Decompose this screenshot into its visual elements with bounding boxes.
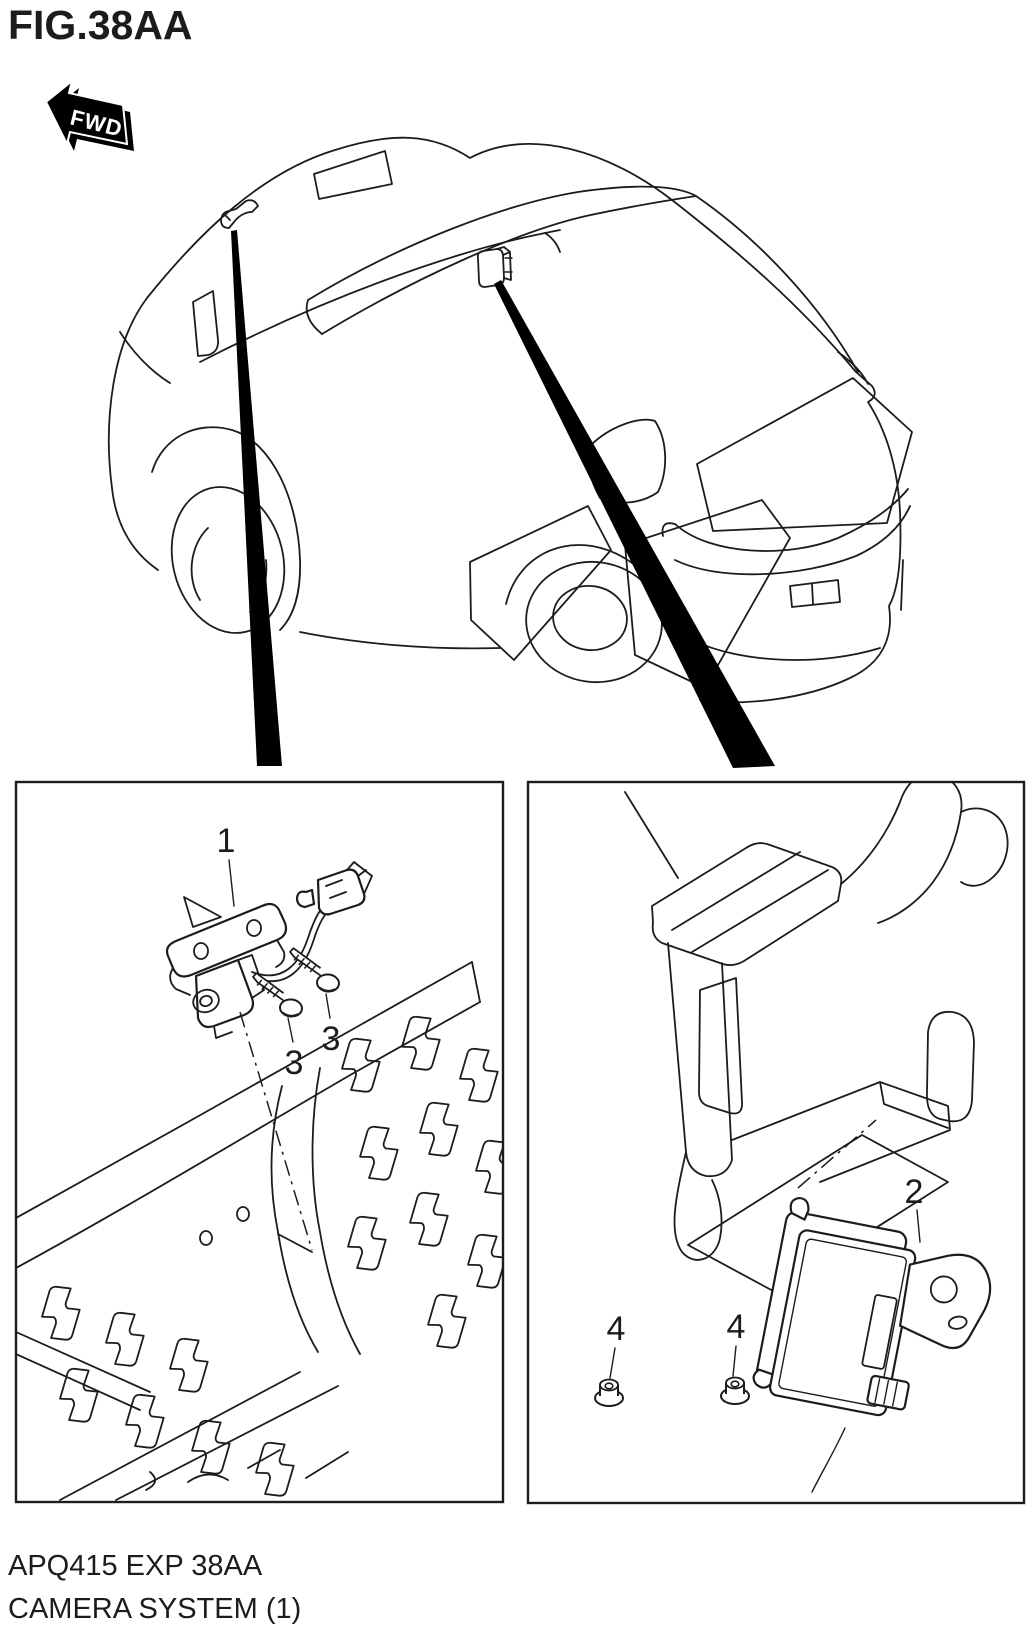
grille-illustration	[17, 961, 502, 1501]
bracket-dashdot	[797, 1119, 877, 1189]
module-ear-top	[789, 1196, 810, 1221]
sunroof	[313, 150, 393, 200]
tailgate-upper-swoosh	[661, 488, 909, 552]
rear-wheel	[525, 560, 663, 684]
callout-screw-a-leader	[287, 1017, 294, 1043]
rear-bumper-lower	[691, 559, 904, 661]
vehicle-illustration	[108, 136, 913, 704]
fwd-arrow-face	[44, 78, 129, 147]
car-body-outline	[108, 136, 902, 704]
nut-a	[594, 1378, 624, 1407]
camera-bracket-edge	[169, 939, 286, 996]
module-bracket-tab	[898, 1253, 992, 1350]
bracket-hole-right	[246, 919, 262, 937]
windshield-left-tip	[305, 299, 323, 335]
leader-wedge-module	[494, 280, 775, 768]
rear-glass	[696, 377, 913, 532]
tailgate-lower-swoosh	[674, 505, 911, 576]
module-leader-thin	[811, 1427, 846, 1493]
tab-hole-oval	[947, 1315, 968, 1330]
callout-module-leader	[916, 1209, 921, 1243]
panel-outline	[687, 1134, 949, 1293]
detail-box-module: 2 4 4	[526, 780, 1026, 1505]
fwd-marker: FWD	[44, 78, 134, 151]
headlamp-line	[119, 331, 171, 384]
figure-footer: APQ415 EXP 38AA CAMERA SYSTEM (1)	[8, 1548, 301, 1628]
module-side-slot	[861, 1294, 898, 1370]
module-location-marker	[476, 246, 513, 288]
bracket-hole-left	[193, 942, 209, 960]
grille-mesh	[33, 1010, 502, 1501]
camera-mount-dashdot	[239, 1011, 313, 1251]
leader-wedge-camera	[231, 230, 282, 766]
callout-screw-b-leader	[325, 993, 331, 1019]
windshield-upper-edge	[307, 185, 697, 301]
callout-screw-a-label: 3	[285, 1044, 304, 1082]
harness-connector	[295, 861, 373, 916]
figure-caption: CAMERA SYSTEM (1)	[8, 1593, 302, 1626]
cowl-hood-line	[199, 229, 561, 363]
module-face-inner	[778, 1238, 908, 1407]
camera-side-tab	[213, 954, 265, 1039]
figure-code: APQ415 EXP 38AA	[8, 1550, 263, 1582]
front-wheel-arch	[151, 426, 301, 631]
detail-box-camera-border	[14, 780, 505, 1504]
tab-hole-round	[929, 1275, 958, 1304]
camera-assembly-illustration	[165, 861, 373, 1039]
tailgate-plate	[789, 579, 841, 608]
mounting-bracket-illustration	[624, 783, 1009, 1261]
callout-nut-b-label: 4	[727, 1308, 746, 1346]
camera-lens-inner	[199, 994, 213, 1008]
rear-wheel-inner	[552, 584, 628, 652]
callout-camera-leader	[228, 859, 235, 907]
detail-box-camera: 1 3 3	[14, 780, 505, 1504]
camera-mount-arrow	[277, 1233, 313, 1253]
camera-location-marker	[220, 199, 259, 229]
front-wheel	[170, 486, 286, 634]
direction-triangle	[183, 896, 222, 928]
roof-side-edge	[695, 195, 859, 373]
car-rocker-line	[299, 631, 501, 650]
control-module-illustration	[752, 1196, 992, 1417]
screw-b	[285, 946, 344, 994]
windshield-lower-edge	[321, 195, 697, 335]
fender-vent	[192, 290, 219, 357]
callout-camera-label: 1	[217, 822, 236, 860]
figure-title: FIG.38AA	[8, 2, 193, 48]
detail-box-module-border	[526, 780, 1026, 1505]
car-front-lower	[111, 487, 159, 571]
nut-b	[720, 1376, 750, 1405]
camera-lens-outer	[192, 988, 220, 1014]
callout-module-label: 2	[905, 1173, 924, 1211]
callout-nut-a-leader	[609, 1347, 616, 1379]
spoiler-edge	[837, 351, 869, 385]
module-connector	[866, 1374, 910, 1411]
callout-nut-a-label: 4	[607, 1310, 626, 1348]
side-window-rear	[624, 499, 791, 689]
callout-screw-b-label: 3	[322, 1020, 341, 1058]
side-window-front	[469, 505, 612, 661]
callout-nut-b-leader	[732, 1345, 737, 1377]
